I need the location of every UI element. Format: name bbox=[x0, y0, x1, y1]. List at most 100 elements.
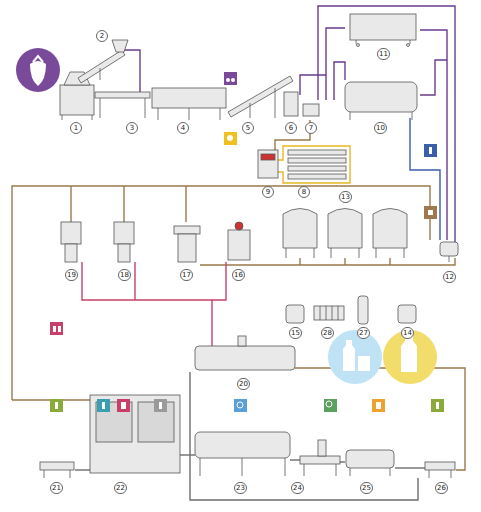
machine bbox=[350, 468, 351, 476]
pipe bbox=[185, 186, 186, 222]
step-icon bbox=[50, 322, 63, 335]
machine bbox=[78, 50, 125, 83]
machine bbox=[195, 432, 290, 458]
callout-number: 27 bbox=[357, 327, 370, 339]
step-icon bbox=[376, 402, 381, 409]
callout-number: 4 bbox=[177, 122, 189, 134]
step-icon bbox=[237, 402, 243, 408]
machine bbox=[284, 92, 298, 116]
step-icon bbox=[234, 399, 247, 412]
machine bbox=[275, 88, 276, 118]
pipe bbox=[75, 469, 90, 470]
machine bbox=[331, 248, 332, 258]
machine bbox=[376, 248, 377, 258]
machine bbox=[338, 306, 339, 320]
machine bbox=[390, 468, 391, 476]
pipe bbox=[180, 454, 195, 455]
machine bbox=[288, 158, 346, 163]
callout-number: 23 bbox=[234, 482, 247, 494]
machine bbox=[90, 395, 180, 473]
pipe bbox=[278, 146, 350, 183]
machine bbox=[65, 244, 77, 262]
machine bbox=[261, 154, 275, 160]
machine bbox=[404, 248, 405, 258]
fruit-icon bbox=[16, 48, 60, 92]
machine bbox=[61, 222, 81, 244]
callout-number: 20 bbox=[237, 378, 250, 390]
callout-number: 2 bbox=[96, 30, 108, 42]
callout-number: 8 bbox=[298, 186, 310, 198]
pipe bbox=[75, 372, 425, 500]
pipe bbox=[12, 120, 465, 470]
pipe bbox=[290, 459, 300, 460]
machine bbox=[238, 336, 246, 346]
product-icon bbox=[358, 356, 370, 371]
machine bbox=[70, 470, 71, 478]
step-icon bbox=[50, 399, 63, 412]
machine bbox=[314, 248, 315, 258]
callout-number: 12 bbox=[443, 271, 456, 283]
callout-number: 26 bbox=[435, 482, 448, 494]
pipe bbox=[123, 186, 124, 222]
machine bbox=[114, 222, 134, 244]
callout-number: 11 bbox=[377, 48, 390, 60]
pipe bbox=[134, 262, 135, 300]
fruit-icon bbox=[30, 61, 46, 86]
product-icon bbox=[401, 335, 417, 372]
machine bbox=[250, 103, 251, 118]
step-icon bbox=[102, 402, 105, 409]
step-icon bbox=[226, 78, 230, 82]
pipe bbox=[295, 368, 465, 470]
machine bbox=[60, 85, 94, 115]
callout-number: 7 bbox=[305, 122, 317, 134]
callout-number: 19 bbox=[65, 269, 78, 281]
machine bbox=[350, 112, 351, 120]
step-icon bbox=[324, 399, 337, 412]
machine bbox=[178, 234, 196, 262]
machine bbox=[407, 44, 410, 47]
machine bbox=[228, 76, 293, 117]
machine bbox=[356, 40, 357, 44]
machine bbox=[304, 464, 305, 476]
step-icon bbox=[117, 399, 130, 412]
machine bbox=[258, 150, 278, 178]
machine bbox=[320, 306, 321, 320]
machine bbox=[145, 98, 146, 118]
callout-number: 15 bbox=[289, 327, 302, 339]
machine bbox=[152, 88, 226, 108]
pipe bbox=[420, 30, 447, 240]
step-icon bbox=[431, 399, 444, 412]
pipe bbox=[389, 258, 390, 265]
machine bbox=[100, 68, 101, 80]
machine bbox=[62, 115, 63, 120]
callout-number: 14 bbox=[401, 327, 414, 339]
product-icon bbox=[328, 330, 382, 384]
step-icon bbox=[50, 72, 444, 412]
fruit-icon bbox=[33, 56, 43, 62]
pipe bbox=[120, 6, 458, 250]
machine bbox=[357, 44, 360, 47]
step-icon bbox=[231, 78, 235, 82]
machine bbox=[288, 166, 346, 171]
pipe bbox=[410, 118, 440, 240]
pipe bbox=[318, 6, 458, 250]
machine bbox=[350, 14, 416, 40]
product-icon bbox=[343, 340, 355, 371]
pipe bbox=[326, 28, 345, 100]
machine bbox=[314, 306, 344, 320]
machine bbox=[40, 14, 458, 478]
machine bbox=[300, 456, 340, 464]
machine bbox=[285, 458, 286, 476]
pipe bbox=[334, 62, 345, 100]
machine bbox=[95, 92, 150, 98]
machine bbox=[412, 112, 413, 120]
step-icon bbox=[428, 210, 433, 215]
machine bbox=[195, 346, 295, 370]
pipe bbox=[278, 146, 350, 183]
machine bbox=[44, 470, 45, 478]
callout-number: 25 bbox=[360, 482, 373, 494]
callout-number: 5 bbox=[242, 122, 254, 134]
machine bbox=[318, 440, 326, 456]
step-icon bbox=[436, 402, 439, 409]
